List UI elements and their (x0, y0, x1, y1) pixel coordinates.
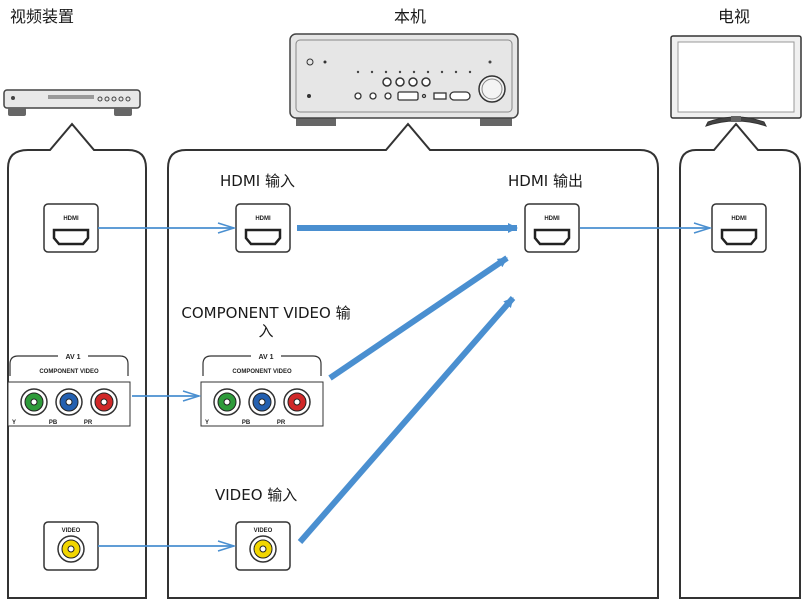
receiver-video-label: VIDEO (254, 528, 273, 534)
source-y-jack (20, 388, 48, 416)
source-pb-label: PB (49, 420, 58, 426)
tv-panel (679, 122, 801, 599)
source-hdmi-label: HDMI (63, 216, 79, 222)
receiver-hdmi-out-jack (524, 203, 580, 253)
tv-title: 电视 (717, 7, 750, 26)
component-in-label-line2: 入 (258, 322, 274, 340)
component-in-label-line1: COMPONENT VIDEO 输 (181, 304, 351, 322)
receiver-video-jack (235, 521, 291, 571)
source-hdmi-jack (43, 203, 99, 253)
receiver-hdmi-in-label: HDMI (255, 216, 271, 222)
receiver-y-jack (213, 388, 241, 416)
receiver-pb-jack (248, 388, 276, 416)
source-pb-jack (55, 388, 83, 416)
hdmi-out-label: HDMI 输出 (508, 172, 583, 190)
source-av1-label: AV 1 (65, 354, 80, 361)
receiver-pb-label: PB (242, 420, 251, 426)
source-pr-jack (90, 388, 118, 416)
tv-icon (670, 35, 802, 127)
tv-hdmi-jack (711, 203, 767, 253)
receiver-panel (167, 122, 659, 599)
receiver-pr-label: PR (277, 420, 286, 426)
receiver-icon (289, 33, 519, 126)
receiver-title: 本机 (393, 7, 426, 26)
source-y-label: Y (12, 420, 16, 426)
receiver-hdmi-out-label: HDMI (544, 216, 560, 222)
source-device-title: 视频装置 (10, 7, 75, 26)
source-video-jack (43, 521, 99, 571)
hdmi-in-label: HDMI 输入 (220, 172, 295, 190)
video-device-icon (3, 89, 141, 116)
tv-hdmi-label: HDMI (731, 216, 747, 222)
source-panel (7, 122, 147, 599)
source-video-label: VIDEO (62, 528, 81, 534)
receiver-y-label: Y (205, 420, 209, 426)
receiver-hdmi-in-jack (235, 203, 291, 253)
source-component-label: COMPONENT VIDEO (39, 369, 99, 375)
component-signal-arrow (328, 255, 509, 381)
receiver-av1-label: AV 1 (258, 354, 273, 361)
video-in-label: VIDEO 输入 (215, 486, 298, 504)
receiver-component-label: COMPONENT VIDEO (232, 369, 292, 375)
source-pr-label: PR (84, 420, 93, 426)
video-signal-arrow (297, 296, 516, 544)
receiver-pr-jack (283, 388, 311, 416)
